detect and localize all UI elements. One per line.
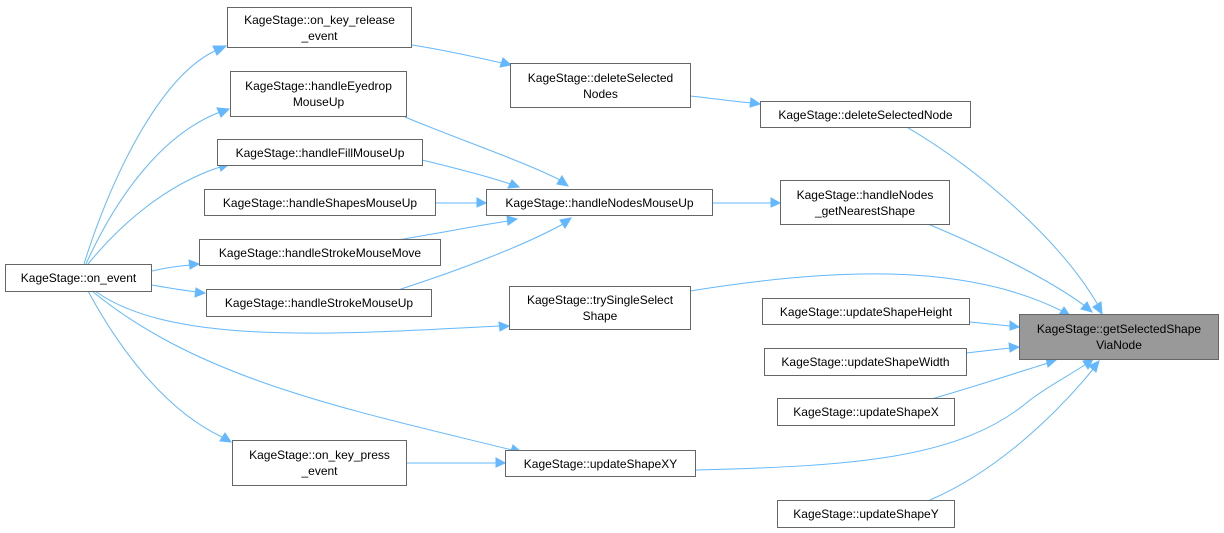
node-update-shape-width[interactable]: KageStage::updateShapeWidth bbox=[764, 348, 967, 376]
edge-arrowhead bbox=[499, 57, 513, 68]
edge-arrowhead bbox=[219, 432, 232, 443]
edge-arrowhead bbox=[1009, 320, 1021, 331]
edge-shape_y-target bbox=[929, 367, 1095, 501]
edge-arrowhead bbox=[212, 45, 228, 56]
node-on-key-press-event[interactable]: KageStage::on_key_press _event bbox=[232, 440, 407, 486]
node-on-event[interactable]: KageStage::on_event bbox=[5, 264, 152, 292]
edge-arrowhead bbox=[559, 217, 572, 229]
edge-arrowhead bbox=[770, 197, 782, 208]
edge-arrowhead bbox=[507, 179, 521, 189]
node-get-selected-shape-via-node[interactable]: KageStage::getSelectedShape ViaNode bbox=[1019, 314, 1219, 360]
edge-on_key_release-delete_nodes bbox=[411, 44, 503, 64]
edge-arrowhead bbox=[506, 215, 519, 226]
edge-height-target bbox=[969, 321, 1011, 327]
edge-arrowhead bbox=[194, 287, 207, 298]
node-handle-nodes-mouse-up[interactable]: KageStage::handleNodesMouseUp bbox=[486, 189, 713, 216]
node-handle-stroke-mouse-up[interactable]: KageStage::handleStrokeMouseUp bbox=[206, 289, 432, 317]
node-delete-selected-node[interactable]: KageStage::deleteSelectedNode bbox=[760, 101, 971, 128]
edge-eyedrop-nodes_mouse_up bbox=[404, 116, 561, 181]
edge-arrowhead bbox=[1088, 360, 1100, 373]
edge-arrowhead bbox=[498, 321, 511, 332]
node-handle-eyedrop-mouse-up[interactable]: KageStage::handleEyedrop MouseUp bbox=[230, 71, 407, 117]
edge-stroke_up-nodes_mouse_up bbox=[397, 223, 564, 291]
edge-on_event-on_key_press bbox=[87, 290, 223, 438]
edge-nearest-target bbox=[927, 223, 1086, 307]
edge-update_xy-target bbox=[695, 363, 1087, 471]
edge-width-target bbox=[965, 347, 1011, 354]
edge-shape_x-target bbox=[927, 362, 1049, 401]
edge-on_event-on_key_release bbox=[83, 49, 218, 265]
edge-arrowhead bbox=[1092, 301, 1103, 316]
node-handle-stroke-mouse-move[interactable]: KageStage::handleStrokeMouseMove bbox=[199, 239, 441, 266]
node-try-single-select-shape[interactable]: KageStage::trySingleSelect Shape bbox=[509, 286, 691, 330]
edge-stroke_move-nodes_mouse_up bbox=[396, 220, 509, 241]
node-handle-shapes-mouse-up[interactable]: KageStage::handleShapesMouseUp bbox=[204, 189, 436, 216]
node-update-shape-xy[interactable]: KageStage::updateShapeXY bbox=[505, 450, 696, 477]
node-on-key-release-event[interactable]: KageStage::on_key_release _event bbox=[227, 7, 412, 48]
edge-on_event-eyedrop bbox=[85, 111, 221, 265]
edge-arrowhead bbox=[749, 97, 762, 108]
edge-arrowhead bbox=[1008, 342, 1021, 353]
edge-arrowhead bbox=[216, 107, 231, 118]
edge-delete_nodes-delete_node bbox=[689, 95, 752, 104]
edge-arrowhead bbox=[188, 259, 201, 270]
edge-arrowhead bbox=[556, 175, 569, 187]
edge-arrowhead bbox=[1082, 358, 1094, 371]
edge-arrowhead bbox=[476, 197, 488, 208]
edge-arrowhead bbox=[495, 457, 507, 468]
node-handle-nodes-get-nearest-shape[interactable]: KageStage::handleNodes _getNearestShape bbox=[780, 180, 950, 225]
node-handle-fill-mouse-up[interactable]: KageStage::handleFillMouseUp bbox=[217, 139, 423, 166]
edge-on_event-update_xy bbox=[91, 290, 513, 451]
edge-delete_node-target bbox=[904, 125, 1099, 306]
edge-on_event-try_single bbox=[94, 290, 501, 334]
edge-fill-nodes_mouse_up bbox=[421, 159, 511, 185]
node-update-shape-y[interactable]: KageStage::updateShapeY bbox=[777, 500, 955, 528]
node-update-shape-x[interactable]: KageStage::updateShapeX bbox=[777, 398, 955, 426]
edge-try_single-target bbox=[689, 273, 1063, 312]
node-delete-selected-nodes[interactable]: KageStage::deleteSelected Nodes bbox=[510, 63, 691, 108]
edge-on_event-stroke_move bbox=[151, 264, 191, 272]
edge-on_event-fill bbox=[87, 166, 221, 265]
edge-arrowhead bbox=[1080, 301, 1093, 313]
edge-on_event-stroke_up bbox=[151, 284, 197, 293]
node-update-shape-height[interactable]: KageStage::updateShapeHeight bbox=[762, 298, 970, 325]
